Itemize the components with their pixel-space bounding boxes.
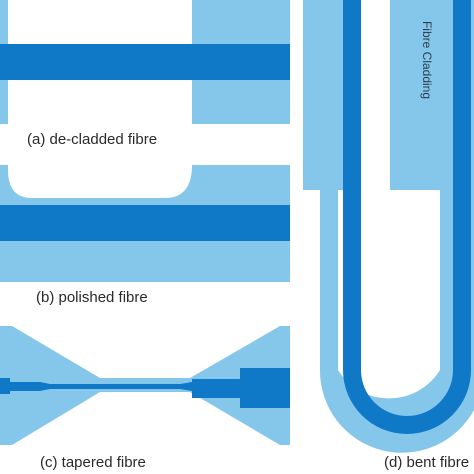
panel-b-core	[0, 205, 290, 241]
fibre-cladding-label: Fibre Cladding	[420, 20, 434, 100]
caption-de-cladded-fibre: (a) de-cladded fibre	[27, 131, 158, 148]
panel-c-core	[0, 368, 290, 408]
panel-d-core-u	[343, 0, 471, 434]
panel-c-tapered-fibre	[0, 326, 290, 445]
caption-polished-fibre: (b) polished fibre	[36, 289, 148, 306]
caption-tapered-fibre: (c) tapered fibre	[40, 454, 146, 471]
panel-b-polished-fibre	[0, 165, 290, 282]
panel-d-bent-fibre	[303, 0, 474, 453]
panel-a-core	[0, 44, 290, 80]
panel-a-de-cladded-fibre	[0, 0, 290, 124]
caption-bent-fibre: (d) bent fibre	[384, 454, 470, 471]
